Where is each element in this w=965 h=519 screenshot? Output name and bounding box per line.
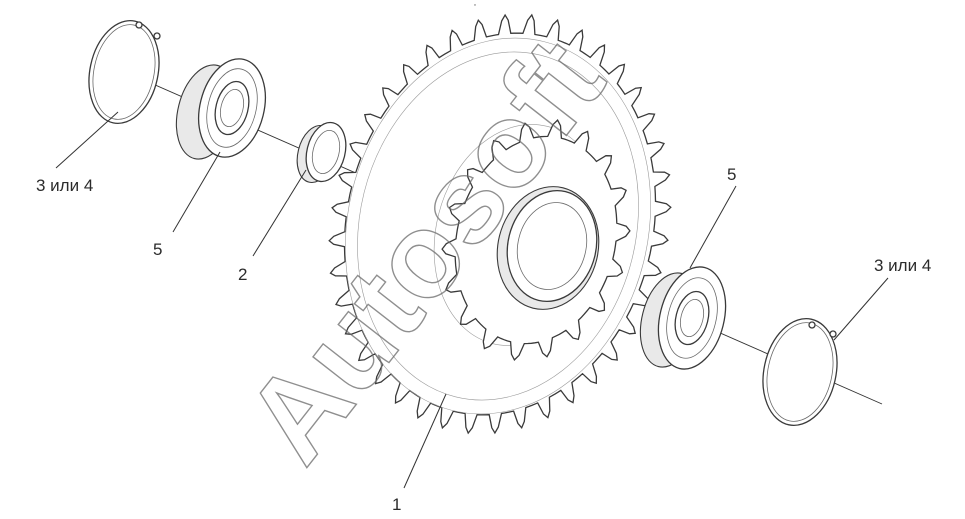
leader-ring-left [55, 111, 119, 169]
leader-bearing-left [172, 151, 221, 233]
sprocket-assembly [328, 13, 672, 435]
label-sprocket: 1 [392, 495, 401, 514]
bearing-left [175, 58, 266, 160]
label-ring-left: 3 или 4 [36, 176, 93, 195]
tiny-mark: * [474, 4, 476, 10]
label-spacer: 2 [238, 265, 247, 284]
leader-ring-right [833, 277, 889, 341]
leader-sprocket [403, 393, 447, 489]
spacer-ring [296, 121, 347, 184]
retaining-ring-right [762, 318, 838, 426]
leader-spacer [252, 169, 307, 257]
bearing-right [639, 266, 727, 370]
leader-bearing-right [689, 185, 737, 269]
label-bearing-left: 5 [153, 240, 162, 259]
label-ring-right: 3 или 4 [874, 256, 931, 275]
retaining-ring-left [88, 19, 161, 125]
label-bearing-right: 5 [727, 165, 736, 184]
